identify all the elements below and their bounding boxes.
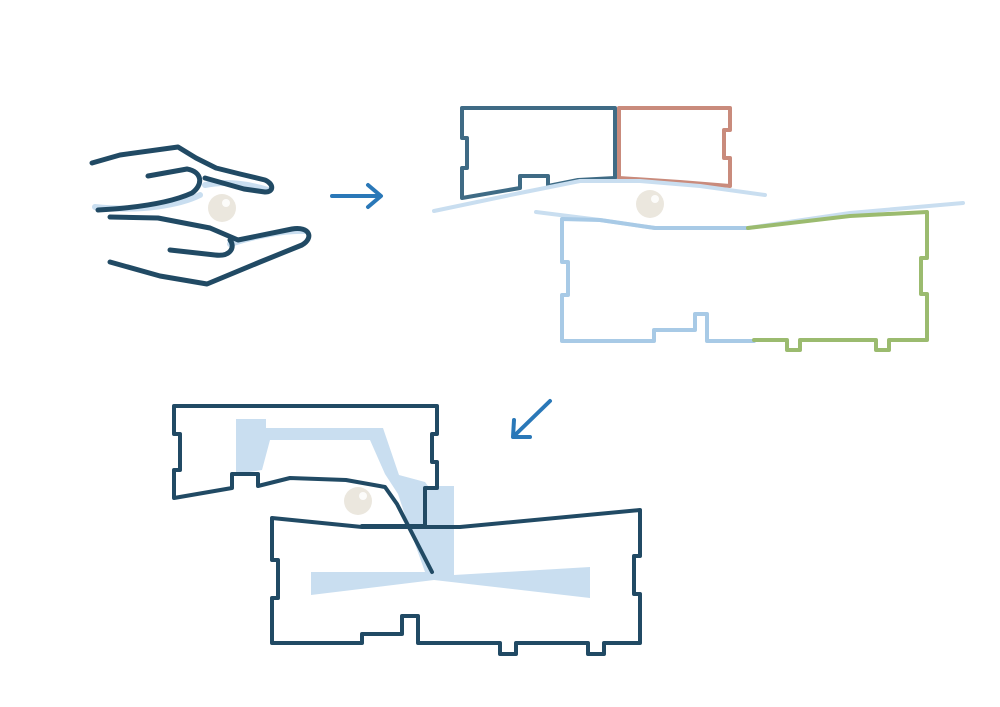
upper-plan-pair: [432, 106, 767, 213]
right-arrow-icon: [330, 183, 383, 209]
lower-plan-left: [560, 217, 756, 343]
pearl-icon: [344, 487, 372, 515]
down-left-arrow-icon: [511, 399, 552, 439]
combined-plan-lower: [270, 508, 642, 656]
upper-plan-right: [617, 106, 732, 188]
lower-hand: [107, 214, 312, 287]
cupped-hands-icon: [89, 144, 312, 287]
upper-hand: [89, 144, 275, 213]
lower-plan-curve: [534, 201, 965, 230]
pearl-icon: [636, 190, 664, 218]
pearl-icon: [208, 194, 236, 222]
lower-plan-right: [746, 210, 929, 352]
upper-plan-curve: [432, 179, 767, 213]
upper-plan-left: [460, 106, 617, 200]
combined-plan: [172, 404, 642, 656]
lower-plan: [534, 201, 965, 352]
combined-plan-shading: [236, 419, 590, 598]
